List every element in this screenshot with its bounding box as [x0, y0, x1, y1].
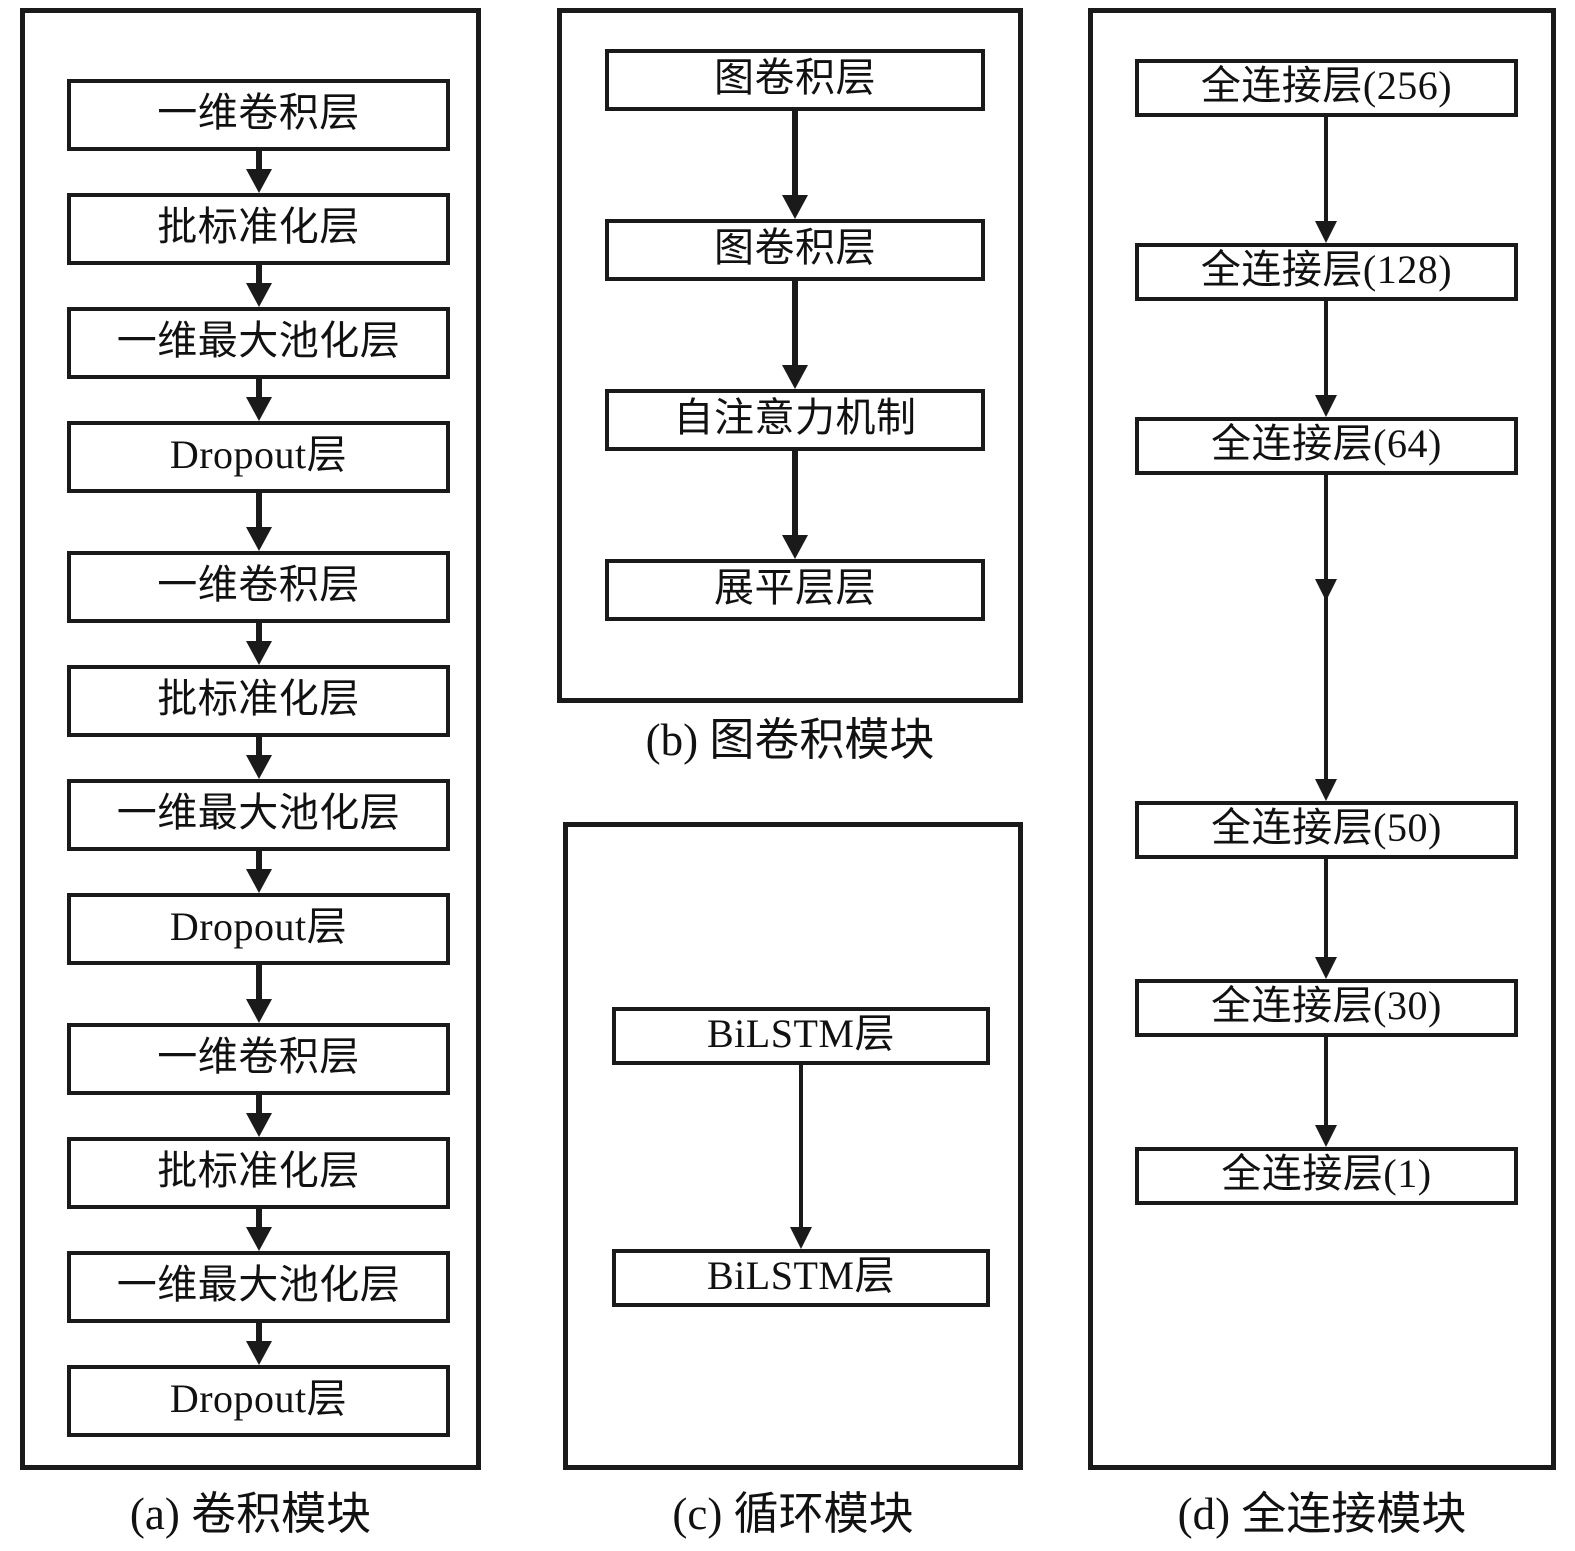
node-d-1-label: 全连接层(256) — [1200, 63, 1453, 108]
arrow-head — [782, 535, 808, 559]
node-a-9-label: 一维卷积层 — [157, 1034, 360, 1079]
arrow-head — [782, 365, 808, 389]
caption-panel-b: (b) 图卷积模块 — [645, 715, 935, 765]
arrow-shaft — [256, 1323, 262, 1341]
node-c-1[interactable]: BiLSTM层 — [612, 1007, 990, 1065]
arrow-head — [1315, 957, 1337, 979]
arrow-shaft — [1324, 117, 1328, 221]
arrow-head — [246, 641, 272, 665]
caption-panel-a: (a) 卷积模块 — [129, 1489, 372, 1539]
arrow-shaft — [256, 493, 262, 527]
node-a-2[interactable]: 批标准化层 — [67, 193, 450, 265]
arrow-head — [790, 1227, 812, 1249]
arrow-head — [782, 195, 808, 219]
caption-panel-c: (c) 循环模块 — [672, 1489, 914, 1539]
node-c-1-label: BiLSTM层 — [707, 1011, 895, 1056]
node-a-11[interactable]: 一维最大池化层 — [67, 1251, 450, 1323]
arrow-shaft — [256, 737, 262, 755]
node-b-3-label: 自注意力机制 — [673, 395, 917, 440]
arrow-head — [246, 1227, 272, 1251]
panel-convolution-module: 一维卷积层 批标准化层 一维最大池化层 Dropout层 一维卷积层 批标准化层… — [20, 8, 481, 1470]
node-d-4-label: 全连接层(50) — [1211, 805, 1442, 850]
node-a-7-label: 一维最大池化层 — [116, 790, 401, 835]
node-a-6[interactable]: 批标准化层 — [67, 665, 450, 737]
node-c-2-label: BiLSTM层 — [707, 1253, 895, 1298]
arrow-shaft — [1324, 1037, 1328, 1125]
node-a-1[interactable]: 一维卷积层 — [67, 79, 450, 151]
arrow-head — [1315, 395, 1337, 417]
node-a-7[interactable]: 一维最大池化层 — [67, 779, 450, 851]
arrow-shaft — [256, 1209, 262, 1227]
arrow-shaft — [1324, 301, 1328, 395]
node-a-4[interactable]: Dropout层 — [67, 421, 450, 493]
node-b-3[interactable]: 自注意力机制 — [605, 389, 985, 451]
arrow-shaft — [256, 1095, 262, 1113]
node-a-1-label: 一维卷积层 — [157, 90, 360, 135]
panel-graph-convolution-module: 图卷积层 图卷积层 自注意力机制 展平层层 — [557, 8, 1023, 703]
arrow-shaft — [256, 851, 262, 869]
node-d-5-label: 全连接层(30) — [1211, 983, 1442, 1028]
arrow-shaft — [1324, 859, 1328, 957]
arrow-shaft — [792, 451, 798, 535]
panel-recurrent-module: BiLSTM层 BiLSTM层 — [563, 822, 1023, 1470]
arrow-shaft — [1324, 475, 1328, 779]
node-d-3[interactable]: 全连接层(64) — [1135, 417, 1518, 475]
arrow-head — [246, 397, 272, 421]
node-d-2-label: 全连接层(128) — [1200, 247, 1453, 292]
node-d-6[interactable]: 全连接层(1) — [1135, 1147, 1518, 1205]
node-a-12-label: Dropout层 — [169, 1376, 348, 1421]
arrow-head — [1315, 779, 1337, 801]
node-a-3-label: 一维最大池化层 — [116, 318, 401, 363]
node-a-2-label: 批标准化层 — [157, 204, 360, 249]
node-a-8[interactable]: Dropout层 — [67, 893, 450, 965]
node-d-1[interactable]: 全连接层(256) — [1135, 59, 1518, 117]
arrow-shaft — [256, 151, 262, 169]
node-b-4-label: 展平层层 — [714, 565, 876, 610]
arrow-shaft — [256, 379, 262, 397]
node-a-5[interactable]: 一维卷积层 — [67, 551, 450, 623]
node-a-10-label: 批标准化层 — [157, 1148, 360, 1193]
node-a-5-label: 一维卷积层 — [157, 562, 360, 607]
node-d-5[interactable]: 全连接层(30) — [1135, 979, 1518, 1037]
arrow-head — [246, 999, 272, 1023]
arrow-shaft — [256, 623, 262, 641]
node-d-3-label: 全连接层(64) — [1211, 421, 1442, 466]
arrow-head — [1315, 221, 1337, 243]
node-b-2[interactable]: 图卷积层 — [605, 219, 985, 281]
arrow-head — [246, 755, 272, 779]
arrow-shaft — [792, 281, 798, 365]
node-a-3[interactable]: 一维最大池化层 — [67, 307, 450, 379]
arrow-shaft — [792, 111, 798, 195]
node-b-4[interactable]: 展平层层 — [605, 559, 985, 621]
arrow-shaft — [256, 965, 262, 999]
node-a-12[interactable]: Dropout层 — [67, 1365, 450, 1437]
arrow-head — [246, 283, 272, 307]
node-a-6-label: 批标准化层 — [157, 676, 360, 721]
node-d-6-label: 全连接层(1) — [1221, 1151, 1432, 1196]
arrow-head — [246, 1341, 272, 1365]
node-a-9[interactable]: 一维卷积层 — [67, 1023, 450, 1095]
arrow-head — [1315, 1125, 1337, 1147]
node-b-1[interactable]: 图卷积层 — [605, 49, 985, 111]
node-c-2[interactable]: BiLSTM层 — [612, 1249, 990, 1307]
node-a-10[interactable]: 批标准化层 — [67, 1137, 450, 1209]
node-a-11-label: 一维最大池化层 — [116, 1262, 401, 1307]
node-d-4[interactable]: 全连接层(50) — [1135, 801, 1518, 859]
arrow-head — [246, 169, 272, 193]
node-b-1-label: 图卷积层 — [714, 55, 876, 100]
arrow-head — [246, 869, 272, 893]
node-b-2-label: 图卷积层 — [714, 225, 876, 270]
panel-fully-connected-module: 全连接层(256) 全连接层(128) 全连接层(64) 全连接层(50) 全连… — [1088, 8, 1556, 1470]
arrow-head — [246, 1113, 272, 1137]
arrow-shaft — [256, 265, 262, 283]
node-a-4-label: Dropout层 — [169, 432, 348, 477]
caption-panel-d: (d) 全连接模块 — [1177, 1489, 1467, 1539]
node-d-2[interactable]: 全连接层(128) — [1135, 243, 1518, 301]
arrow-shaft — [799, 1065, 803, 1227]
arrow-head — [246, 527, 272, 551]
node-a-8-label: Dropout层 — [169, 904, 348, 949]
